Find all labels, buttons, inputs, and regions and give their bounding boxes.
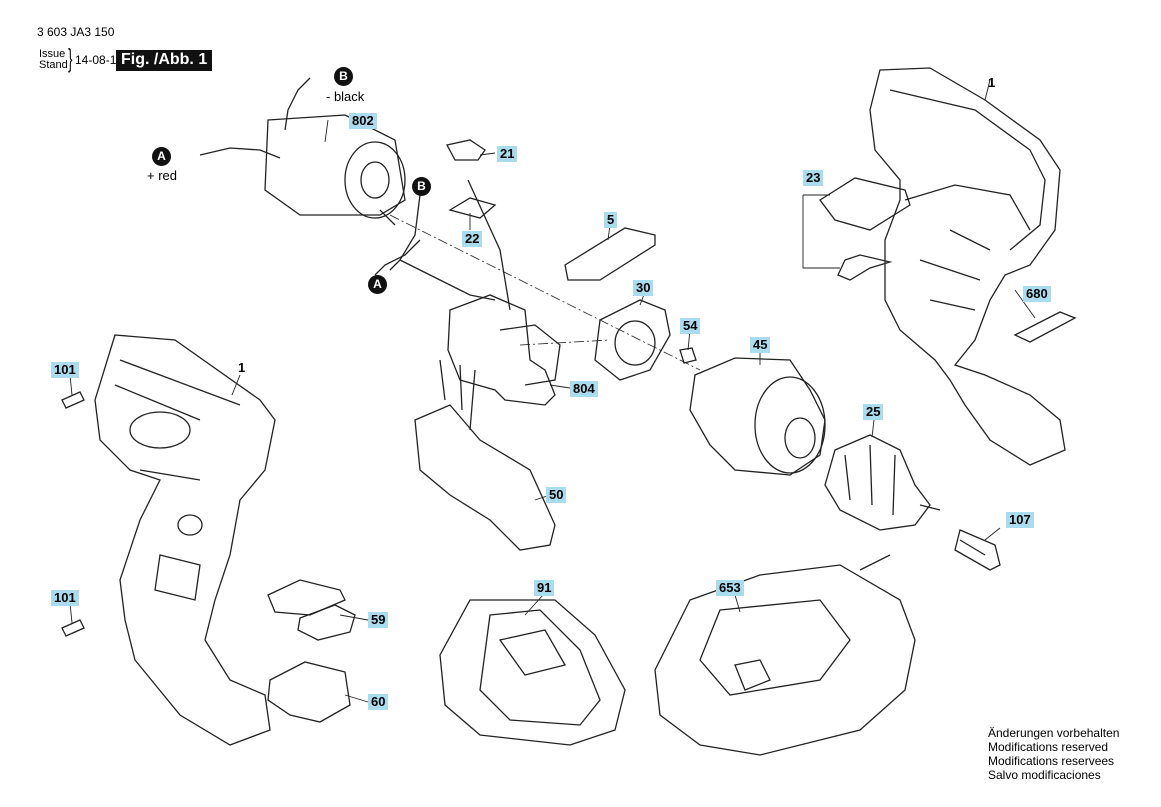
switch-drawing <box>447 294 561 406</box>
housing-right-drawing <box>869 67 1066 466</box>
part-label-45[interactable]: 45 <box>750 337 771 353</box>
issue-stand-label: Issue Stand <box>39 49 68 71</box>
note-es: Salvo modificaciones <box>988 768 1101 782</box>
wire-label-red: + red <box>147 168 177 183</box>
part-label-101-bottom[interactable]: 101 <box>51 590 79 606</box>
motor-drawing <box>199 77 406 226</box>
battery-drawing <box>439 599 626 746</box>
part-label-54[interactable]: 54 <box>680 318 701 334</box>
part-label-1-left[interactable]: 1 <box>238 360 246 375</box>
wire-label-black: - black <box>326 89 365 104</box>
wire-marker-a-bottom: A <box>368 275 387 294</box>
part-label-1-top[interactable]: 1 <box>988 75 996 90</box>
part-label-91[interactable]: 91 <box>534 580 555 596</box>
part-label-804[interactable]: 804 <box>570 381 598 397</box>
part-label-21[interactable]: 21 <box>497 146 518 162</box>
part-label-101-top[interactable]: 101 <box>51 362 79 378</box>
part-label-802[interactable]: 802 <box>349 113 377 129</box>
issue-label: Issue <box>39 48 66 60</box>
part-label-60[interactable]: 60 <box>368 694 389 710</box>
ring-30-drawing <box>594 299 671 381</box>
charger-drawing <box>654 554 916 756</box>
wire-marker-b-top: B <box>334 67 353 86</box>
part-label-22[interactable]: 22 <box>462 231 483 247</box>
note-de: Änderungen vorbehalten <box>988 726 1120 740</box>
part-label-107[interactable]: 107 <box>1006 512 1034 528</box>
brace-glyph: } <box>68 43 73 73</box>
part-label-653[interactable]: 653 <box>716 580 744 596</box>
issue-date: 14-08-14 <box>75 53 124 67</box>
switch-cover-drawing <box>819 177 911 281</box>
note-fr: Modifications reservees <box>988 754 1115 768</box>
part-label-5[interactable]: 5 <box>604 212 618 228</box>
part-label-30[interactable]: 30 <box>633 280 654 296</box>
housing-left-drawing <box>94 334 276 746</box>
part-label-50[interactable]: 50 <box>546 487 567 503</box>
figure-label: Fig. /Abb. 1 <box>116 50 213 71</box>
note-en: Modifications reserved <box>988 740 1109 754</box>
document-number: 3 603 JA3 150 <box>37 25 115 39</box>
part-label-59[interactable]: 59 <box>368 612 389 628</box>
pcb-drawing <box>414 359 556 551</box>
part-label-25[interactable]: 25 <box>863 404 884 420</box>
part-label-23[interactable]: 23 <box>803 170 824 186</box>
wire-marker-b-bottom: B <box>412 177 431 196</box>
wire-marker-a-top: A <box>152 147 171 166</box>
gearbox-drawing <box>689 357 826 476</box>
stand-label: Stand <box>39 59 68 71</box>
part-label-680[interactable]: 680 <box>1023 286 1051 302</box>
chuck-drawing <box>824 434 941 531</box>
modification-notes: Änderungen vorbehalten Modifications res… <box>988 726 1119 782</box>
